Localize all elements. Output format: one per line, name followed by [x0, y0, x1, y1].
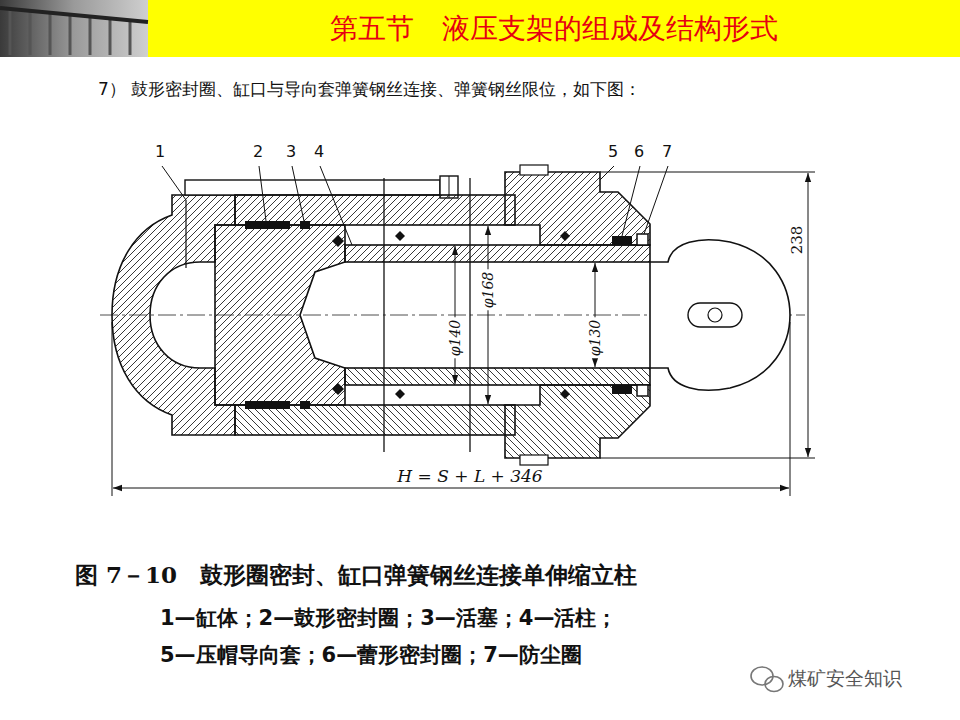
base-pin [185, 200, 186, 268]
upper-half [235, 165, 650, 262]
o-ring [395, 231, 405, 241]
o-ring [560, 231, 570, 241]
callout-number: 2 [253, 142, 263, 161]
watermark: 煤矿安全知识 [788, 666, 902, 692]
figure-caption: 图 7－10 鼓形圈密封、缸口弹簧钢丝连接单伸缩立柱 [75, 560, 637, 591]
gland-bolt [520, 165, 548, 175]
spring-wire [383, 178, 384, 452]
callout-number: 7 [662, 142, 672, 161]
spring-wire [469, 178, 470, 452]
callout-number: 5 [608, 142, 618, 161]
bud-seal [612, 236, 632, 245]
callout-number: 1 [155, 142, 165, 161]
callout-number: 3 [286, 142, 296, 161]
header-photo [0, 0, 148, 57]
symmetric-parts [235, 165, 650, 465]
lower-half [235, 368, 650, 465]
parts-list: 1—缸体；2—鼓形密封圈；3—活塞；4—活柱； [160, 604, 617, 632]
callout-number: 4 [314, 142, 324, 161]
intro-line: 7） 鼓形密封圈、缸口与导向套弹簧钢丝连接、弹簧钢丝限位，如下图： [98, 78, 641, 101]
drum-seal [245, 221, 290, 229]
rod-wall [345, 245, 650, 262]
dust-ring [637, 234, 648, 245]
guide-ring [300, 221, 310, 229]
dimension: H = S + L + 346 [393, 466, 546, 486]
dimension: 238 [788, 224, 806, 257]
piston [215, 225, 345, 405]
callout-number: 6 [634, 142, 644, 161]
leader-lines [162, 166, 668, 245]
gland [505, 172, 650, 245]
slide-title: 第五节 液压支架的组成及结构形式 [148, 0, 960, 57]
pin-hole [688, 303, 742, 327]
dimension: φ130 [587, 318, 603, 359]
photo-canopy [0, 8, 148, 22]
o-ring [332, 235, 344, 247]
parts-list: 5—压帽导向套；6—蕾形密封圈；7—防尘圈 [160, 641, 582, 669]
rod-head [650, 240, 790, 390]
tie-bar [185, 180, 440, 195]
title-band [148, 0, 960, 57]
pin [708, 308, 722, 322]
dimension-lines [112, 172, 815, 496]
wechat-icon [751, 667, 783, 692]
cylinder-wall [235, 195, 515, 225]
dimension: φ168 [480, 270, 496, 311]
dimension: φ140 [447, 318, 463, 359]
